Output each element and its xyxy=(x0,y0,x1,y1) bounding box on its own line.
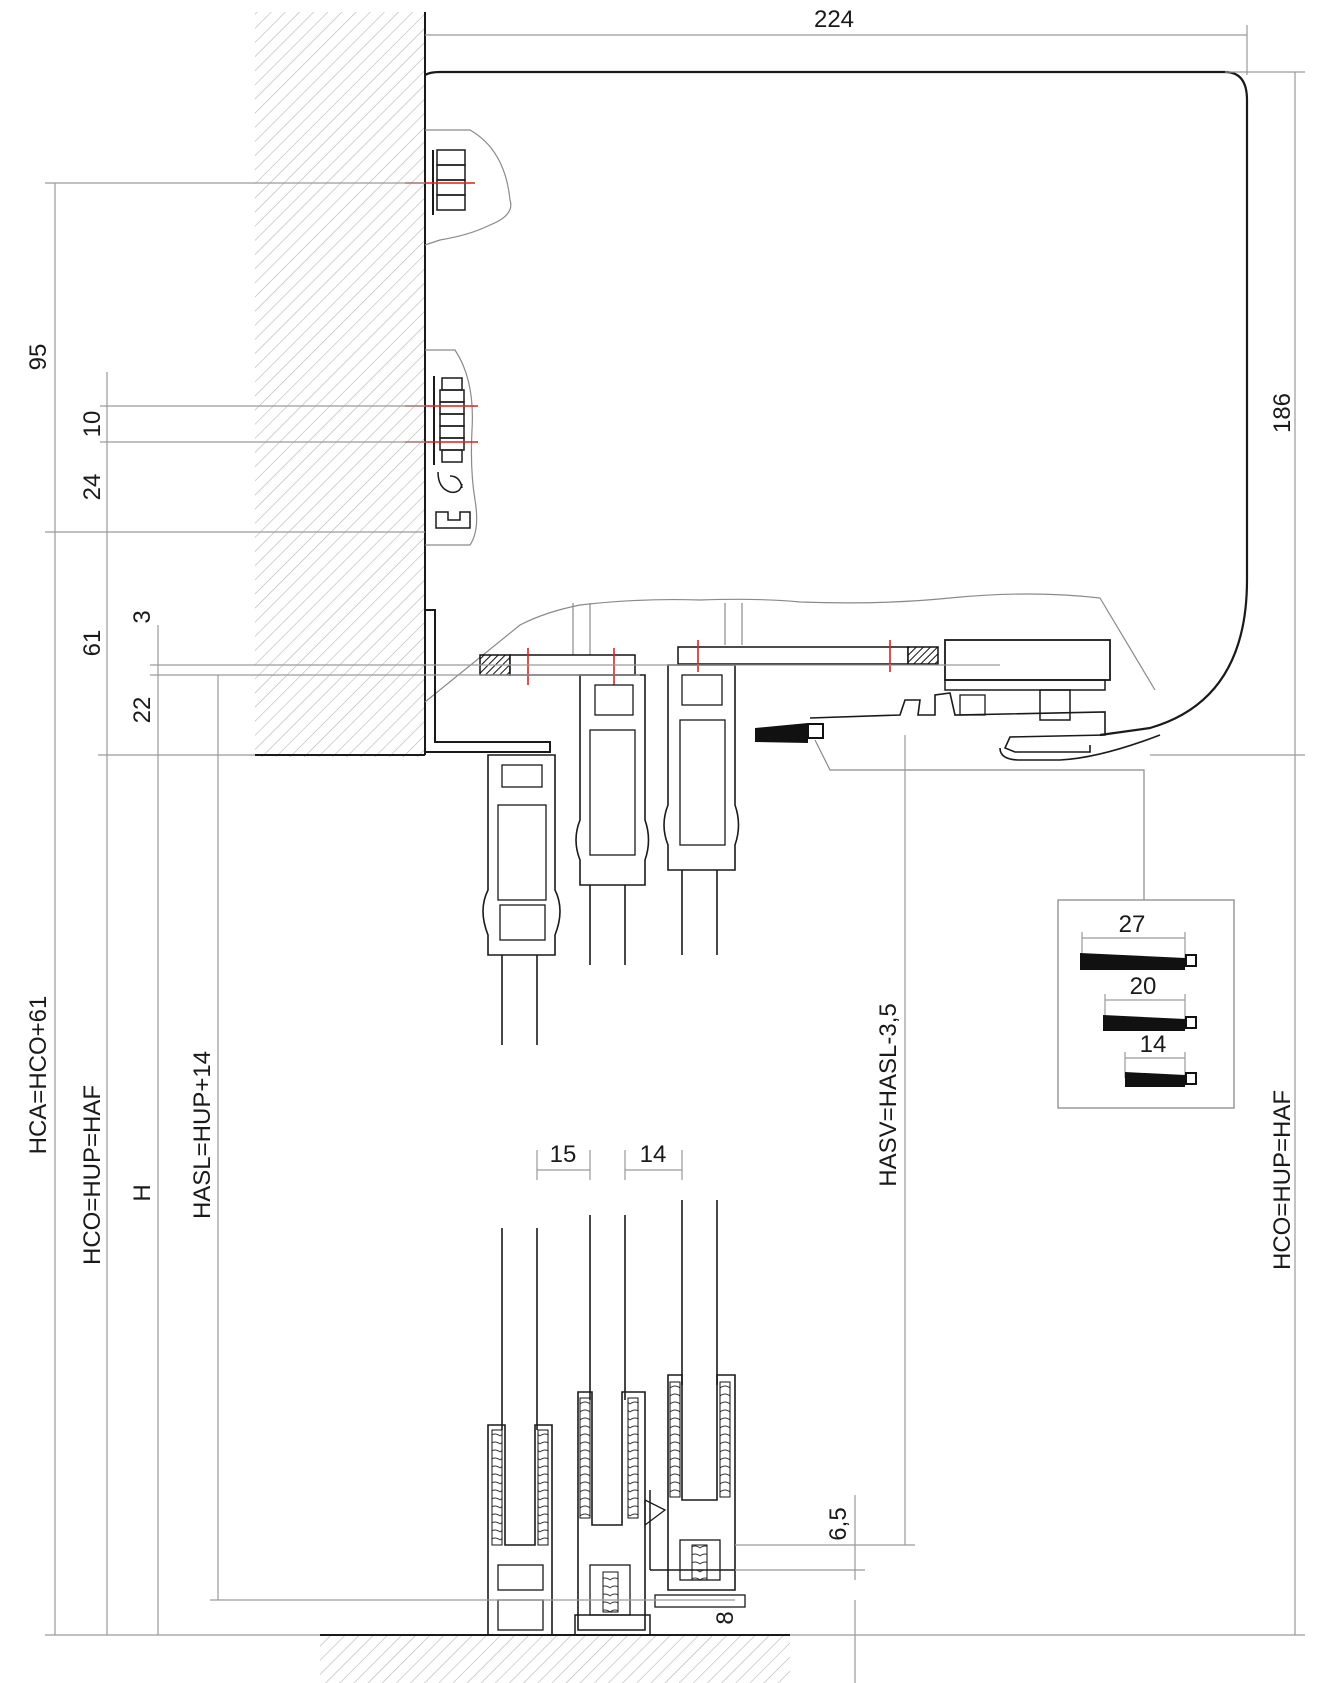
floor-hatch xyxy=(320,1634,790,1683)
wall-hatch xyxy=(255,12,426,757)
label-10: 10 xyxy=(79,411,106,438)
brush-label-27: 27 xyxy=(1119,911,1146,938)
label-h: H xyxy=(129,1184,156,1201)
label-186: 186 xyxy=(1269,393,1296,433)
upper-bracket xyxy=(405,129,512,246)
glass-panels xyxy=(501,1200,718,1430)
label-hasl: HASL=HUP+14 xyxy=(189,1051,216,1219)
right-mechanism xyxy=(755,639,1161,900)
bottom-rails xyxy=(487,1374,746,1636)
label-15: 15 xyxy=(550,1141,577,1168)
label-61: 61 xyxy=(79,630,106,657)
upper-carriages xyxy=(482,664,740,1045)
label-6-5: 6,5 xyxy=(825,1507,852,1540)
track-profile-outline xyxy=(424,593,1156,703)
lower-bracket xyxy=(405,349,478,546)
label-224: 224 xyxy=(814,6,854,33)
cover-box xyxy=(424,60,1249,737)
label-22: 22 xyxy=(129,697,156,724)
label-14: 14 xyxy=(640,1141,667,1168)
angle-bracket xyxy=(425,609,551,753)
brush-label-20: 20 xyxy=(1130,973,1157,1000)
label-hasv: HASV=HASL-3,5 xyxy=(875,1003,902,1186)
label-3: 3 xyxy=(129,610,156,623)
label-24: 24 xyxy=(79,474,106,501)
label-8: 8 xyxy=(712,1611,739,1624)
brush-inset: 27 20 14 xyxy=(1057,899,1235,1109)
label-hco-left: HCO=HUP=HAF xyxy=(79,1085,106,1265)
top-plates xyxy=(479,640,939,685)
brush-label-14: 14 xyxy=(1140,1031,1167,1058)
label-hca: HCA=HCO+61 xyxy=(25,996,52,1155)
label-95: 95 xyxy=(25,344,52,371)
dimension-lines xyxy=(45,25,1305,1683)
label-hco-right: HCO=HUP=HAF xyxy=(1269,1090,1296,1270)
dimension-labels: 224 186 95 10 24 61 3 22 15 14 6,5 8 HCA… xyxy=(25,6,1296,1625)
